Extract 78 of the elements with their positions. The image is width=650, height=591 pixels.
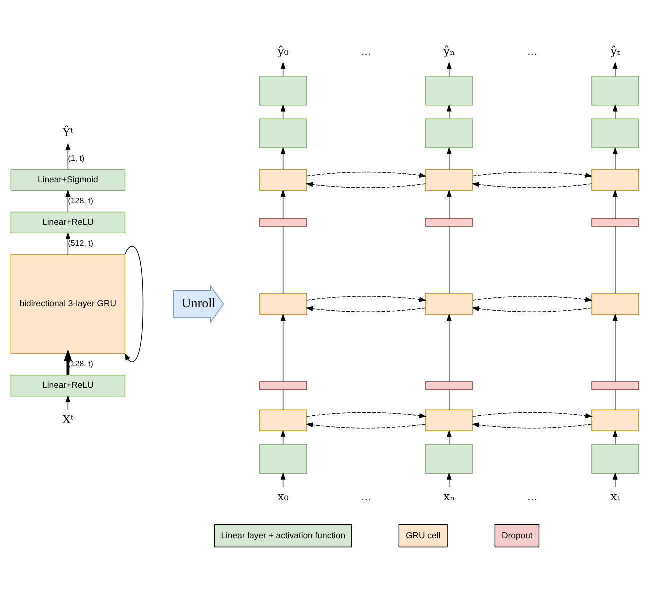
arrow: [612, 313, 618, 382]
label: …: [361, 492, 372, 503]
node-box: [592, 409, 640, 431]
arrow: [124, 246, 144, 362]
arrow: [66, 142, 71, 170]
arrow: [472, 171, 593, 178]
arrow: [446, 189, 452, 218]
node-bar: [426, 381, 474, 390]
node-bar: [260, 218, 308, 227]
label: …: [527, 46, 538, 58]
label: …: [361, 46, 372, 58]
arrow: [66, 232, 71, 255]
arrow: [612, 146, 618, 170]
legend-label: Linear layer + activation function: [221, 530, 346, 540]
connector: [615, 389, 616, 410]
node-text: ŷₙ: [444, 44, 456, 58]
node-box: [260, 444, 308, 474]
arrow: [446, 146, 452, 170]
node-box: [260, 168, 308, 190]
arrow: [472, 182, 592, 188]
arrow: [306, 296, 427, 302]
connector: [282, 226, 284, 294]
node-box: [426, 292, 474, 315]
node-text: Ŷᵗ: [62, 124, 74, 139]
node-box: [260, 118, 308, 148]
connector: [615, 226, 616, 294]
node-box: [426, 118, 474, 148]
arrow: [306, 171, 427, 178]
arrow: [66, 189, 71, 212]
arrow: [306, 412, 427, 418]
arrow: [280, 313, 286, 382]
arrow: [64, 349, 72, 375]
node-box: bidirectional 3-layer GRU: [10, 254, 126, 354]
arrow: [472, 412, 593, 418]
arrow: [472, 422, 592, 428]
legend-label: GRU cell: [406, 530, 441, 540]
node-box: [426, 444, 474, 474]
node-box: [260, 292, 308, 315]
node-box: [426, 409, 474, 431]
node-text: ŷₜ: [610, 44, 620, 58]
arrow: [612, 189, 618, 218]
node-text: Xᵗ: [62, 412, 74, 426]
node-bar: [592, 218, 640, 227]
arrow: [446, 313, 452, 382]
node-box: [592, 118, 640, 148]
node-box: [260, 409, 308, 431]
node-box: [592, 76, 640, 106]
arrow: [280, 146, 286, 170]
connector: [282, 389, 284, 410]
edge-label: (128, t): [68, 196, 94, 205]
connector: [449, 226, 450, 294]
node-box: [592, 444, 640, 474]
node-bar: [260, 381, 308, 390]
node-bar: [592, 381, 640, 390]
node-box: [426, 168, 474, 190]
arrow: [306, 422, 426, 428]
node-box: [260, 76, 308, 106]
arrow: [472, 306, 592, 312]
arrow: [306, 182, 426, 188]
node-box: [426, 76, 474, 106]
node-box: Linear+ReLU: [10, 211, 126, 234]
legend-label: Dropout: [502, 530, 533, 540]
node-text: x₀: [278, 489, 289, 504]
label: …: [527, 492, 538, 503]
arrow: [306, 306, 426, 312]
node-box: Linear+ReLU: [10, 374, 126, 396]
arrow: [472, 296, 593, 302]
node-box: [592, 168, 640, 190]
arrow: [280, 189, 286, 218]
node-box: Linear+Sigmoid: [10, 168, 126, 190]
edge-label: (512, t): [68, 238, 94, 248]
node-box: [592, 292, 640, 315]
node-text: xₙ: [444, 489, 456, 504]
edge-label: (1, t): [68, 153, 85, 162]
node-bar: [426, 218, 474, 227]
node-text: ŷ₀: [278, 44, 289, 58]
node-text: xₜ: [610, 489, 620, 504]
connector: [449, 389, 450, 410]
